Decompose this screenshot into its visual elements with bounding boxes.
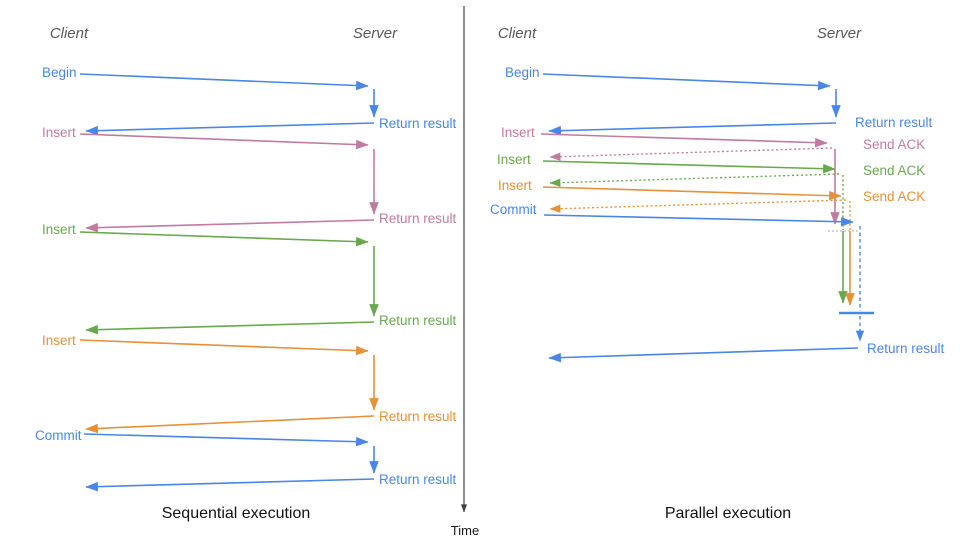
diagram-parallel: Client Server Begin Return result Insert… <box>490 25 945 522</box>
right-begin-response-arrow <box>548 122 837 136</box>
right-message-insert2: Insert Send ACK <box>497 152 925 304</box>
right-message-insert3: Insert Send ACK <box>498 178 925 306</box>
right-message-insert1: Insert Send ACK <box>501 125 925 225</box>
left-insert3-request-arrow <box>79 339 369 356</box>
left-server-header: Server <box>353 25 398 42</box>
left-insert2-response-arrow <box>85 321 375 335</box>
right-message-begin: Begin Return result <box>505 65 933 136</box>
left-insert1-response-arrow <box>85 219 375 233</box>
right-insert3-label: Insert <box>498 178 532 193</box>
right-insert1-ack-label: Send ACK <box>863 137 925 152</box>
left-message-insert1: Insert Return result <box>42 125 457 233</box>
right-insert3-request-arrow <box>542 186 842 201</box>
left-insert3-label: Insert <box>42 333 76 348</box>
left-begin-label: Begin <box>42 65 77 80</box>
left-message-insert3: Insert Return result <box>42 333 457 434</box>
right-commit-response-arrow <box>548 347 859 363</box>
left-begin-response-arrow <box>85 122 375 136</box>
right-begin-request-arrow <box>542 73 831 91</box>
left-message-begin: Begin Return result <box>42 65 457 136</box>
left-insert1-label: Insert <box>42 125 76 140</box>
left-client-header: Client <box>50 25 89 42</box>
left-begin-response-label: Return result <box>379 116 457 131</box>
right-commit-label: Commit <box>490 202 537 217</box>
diagram-sequential: Client Server Begin Return result Insert… <box>35 25 457 522</box>
right-insert2-label: Insert <box>497 152 531 167</box>
right-insert2-ack-label: Send ACK <box>863 163 925 178</box>
right-insert2-ack-arrow <box>549 173 840 187</box>
left-commit-response-arrow <box>85 478 375 492</box>
right-insert3-ack-arrow <box>549 199 847 213</box>
right-diagram-title: Parallel execution <box>665 505 791 522</box>
right-message-commit: Commit Return result <box>490 202 945 363</box>
left-message-commit: Commit Return result <box>35 428 457 492</box>
right-commit-request-arrow <box>543 214 854 227</box>
left-diagram-title: Sequential execution <box>162 505 311 522</box>
time-axis: Time <box>451 6 479 538</box>
right-insert1-label: Insert <box>501 125 535 140</box>
right-begin-response-label: Return result <box>855 115 933 130</box>
left-commit-response-label: Return result <box>379 472 457 487</box>
right-insert2-request-arrow <box>542 160 836 174</box>
left-insert2-response-label: Return result <box>379 313 457 328</box>
right-insert1-request-arrow <box>540 133 828 148</box>
right-insert3-ack-label: Send ACK <box>863 189 925 204</box>
left-insert1-response-label: Return result <box>379 211 457 226</box>
left-begin-request-arrow <box>79 73 369 91</box>
left-insert3-response-label: Return result <box>379 409 457 424</box>
right-server-header: Server <box>817 25 862 42</box>
right-client-header: Client <box>498 25 537 42</box>
left-commit-request-arrow <box>83 433 369 447</box>
right-insert1-ack-arrow <box>549 147 833 161</box>
time-axis-label: Time <box>451 523 479 538</box>
left-insert2-label: Insert <box>42 222 76 237</box>
left-insert2-request-arrow <box>79 231 369 247</box>
left-commit-label: Commit <box>35 428 82 443</box>
right-begin-label: Begin <box>505 65 540 80</box>
left-message-insert2: Insert Return result <box>42 222 457 335</box>
left-insert3-response-arrow <box>85 415 375 434</box>
left-insert1-request-arrow <box>79 133 369 150</box>
right-commit-response-label: Return result <box>867 341 945 356</box>
